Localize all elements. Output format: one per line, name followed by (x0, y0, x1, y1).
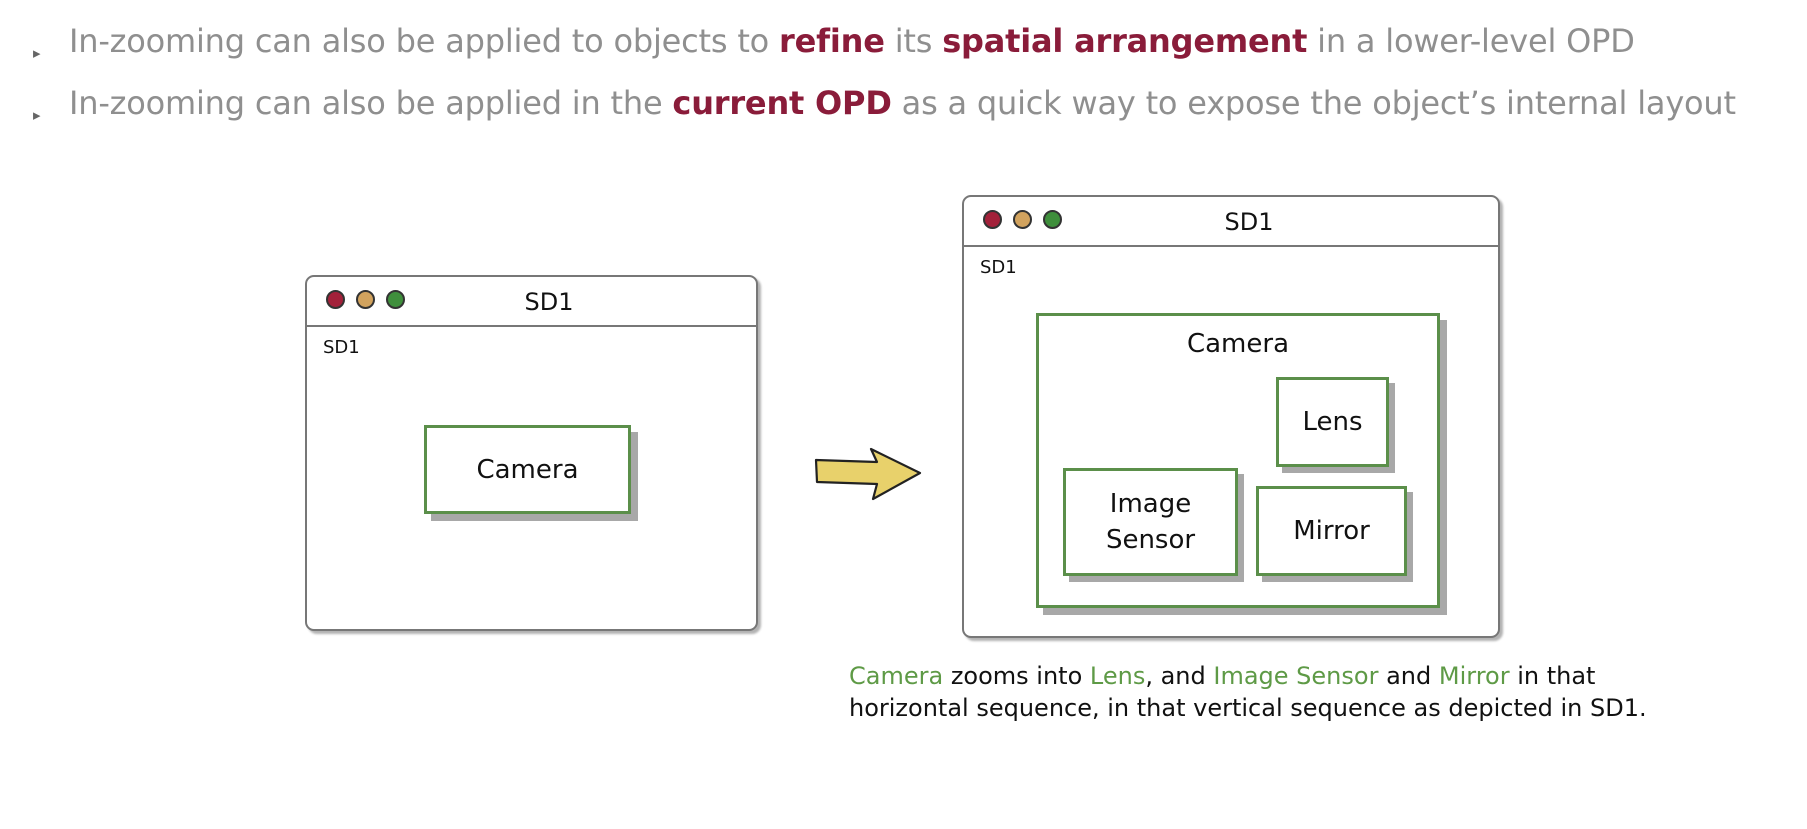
window-title: SD1 (524, 288, 574, 316)
sd1-window-before: SD1 SD1 Camera (305, 275, 758, 631)
image-sensor-line-1: Image (1109, 489, 1192, 519)
right-arrow-icon (814, 447, 922, 501)
orange-dot-icon (1013, 210, 1032, 229)
camera-container-label: Camera (1186, 329, 1290, 359)
lens-object: Lens (1276, 377, 1389, 467)
triangle-bullet-icon: ▸ (33, 44, 41, 62)
green-dot-icon (386, 290, 405, 309)
window-titlebar: SD1 (964, 197, 1498, 247)
caption-text: and (1378, 662, 1439, 690)
diagram-label: SD1 (980, 257, 1017, 278)
diagram-caption: Camera zooms into Lens, and Image Sensor… (849, 660, 1749, 724)
bullet-text-1: In-zooming can also be applied to object… (69, 21, 1635, 61)
red-dot-icon (326, 290, 345, 309)
caption-camera: Camera (849, 662, 944, 690)
diagram-label: SD1 (323, 337, 360, 358)
bullet-1-part-5: in a lower-level OPD (1307, 22, 1635, 60)
caption-text: zooms into (943, 662, 1090, 690)
bullet-2-highlight-current-opd: current OPD (672, 84, 892, 122)
bullet-1-highlight-spatial-arrangement: spatial arrangement (942, 22, 1308, 60)
orange-dot-icon (356, 290, 375, 309)
caption-text: , and (1145, 662, 1214, 690)
bullet-1-part-3: its (884, 22, 943, 60)
image-sensor-line-2: Sensor (1105, 525, 1196, 555)
bullet-1-part-1: In-zooming can also be applied to object… (69, 22, 780, 60)
triangle-bullet-icon: ▸ (33, 106, 41, 124)
caption-mirror: Mirror (1438, 662, 1510, 690)
bullet-2-part-3: as a quick way to expose the object’s in… (891, 84, 1736, 122)
red-dot-icon (983, 210, 1002, 229)
camera-object: Camera (424, 425, 631, 514)
bullet-2-part-1: In-zooming can also be applied in the (69, 84, 673, 122)
caption-image-sensor: Image Sensor (1213, 662, 1379, 690)
caption-text: in that (1509, 662, 1596, 690)
bullet-1-highlight-refine: refine (779, 22, 885, 60)
window-title: SD1 (1224, 208, 1274, 236)
bullet-text-2: In-zooming can also be applied in the cu… (69, 83, 1736, 123)
mirror-object: Mirror (1256, 486, 1407, 576)
caption-lens: Lens (1089, 662, 1146, 690)
window-titlebar: SD1 (307, 277, 756, 327)
green-dot-icon (1043, 210, 1062, 229)
caption-line-2: horizontal sequence, in that vertical se… (849, 694, 1647, 722)
caption-line-1: Camera zooms into Lens, and Image Sensor… (849, 660, 1749, 692)
